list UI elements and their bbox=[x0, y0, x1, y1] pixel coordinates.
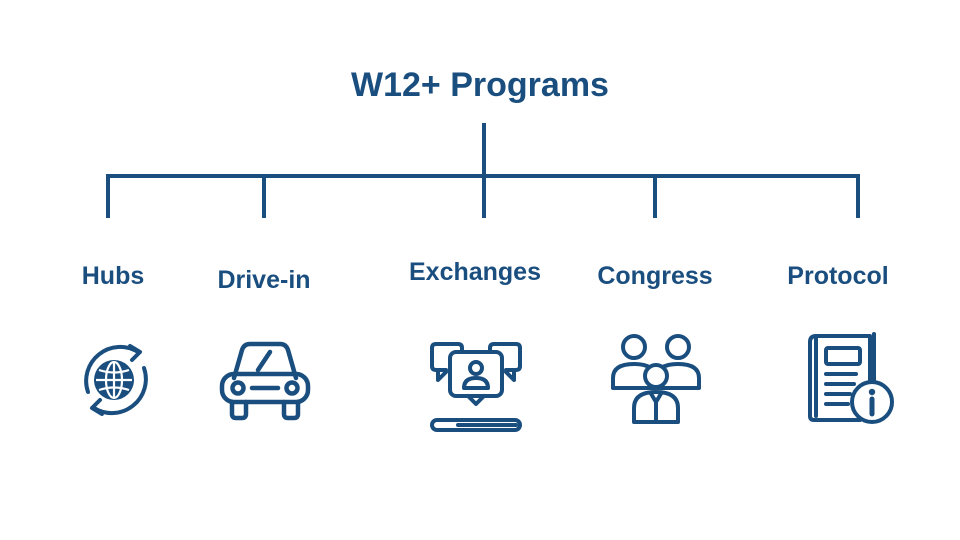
diagram-title: W12+ Programs bbox=[351, 66, 609, 104]
chat-exchange-icon bbox=[428, 340, 524, 436]
car-icon bbox=[218, 338, 312, 422]
people-group-icon bbox=[610, 334, 702, 426]
book-info-icon bbox=[800, 332, 896, 428]
program-label-exchanges: Exchanges bbox=[408, 258, 541, 286]
program-label-protocol: Protocol bbox=[787, 262, 889, 290]
program-label-hubs: Hubs bbox=[81, 262, 145, 290]
program-label-congress: Congress bbox=[597, 262, 713, 290]
program-label-drive-in: Drive-in bbox=[217, 266, 311, 294]
globe-sync-icon bbox=[72, 340, 156, 418]
